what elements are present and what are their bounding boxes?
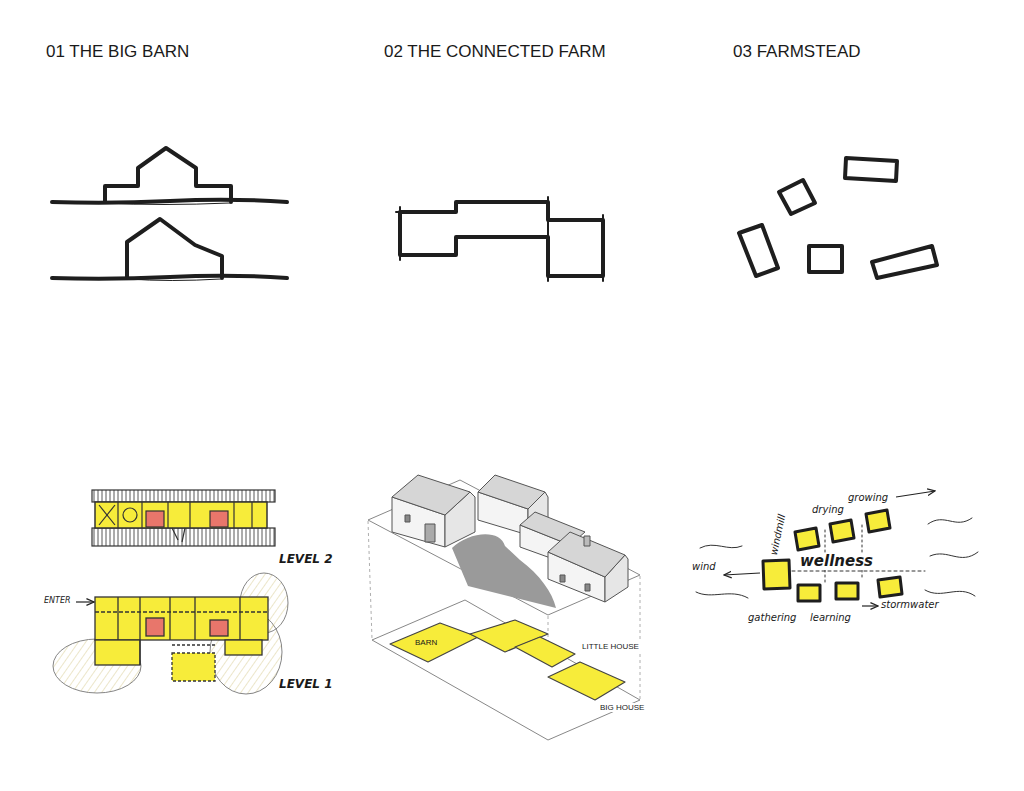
- landscape-line: [700, 545, 742, 548]
- hatched-roof: [92, 528, 275, 546]
- section-heading: 02 THE CONNECTED FARM: [384, 42, 606, 62]
- plan-label: LITTLE HOUSE: [580, 642, 641, 651]
- barn-section: [105, 148, 231, 202]
- landscape-line: [925, 590, 975, 596]
- landscape-line: [928, 518, 972, 524]
- plan-label: BIG HOUSE: [598, 703, 646, 712]
- window: [405, 515, 410, 522]
- bath-core: [210, 511, 228, 527]
- room-wall: [139, 597, 140, 665]
- annotation: growing: [848, 492, 888, 504]
- chimney: [584, 536, 590, 546]
- sketch-tick: [547, 197, 549, 281]
- plan-footprint: [515, 637, 575, 667]
- farmstead-building: [798, 585, 820, 601]
- farmstead-building: [836, 583, 858, 599]
- flow-arrow: [896, 491, 935, 497]
- room-wall: [117, 502, 118, 528]
- annotation: learning: [810, 612, 851, 624]
- landscape-line: [696, 592, 748, 598]
- flow-arrow: [724, 573, 760, 575]
- room-wall: [233, 502, 234, 528]
- annotation: windmill: [768, 513, 788, 556]
- annotation: drying: [812, 504, 844, 516]
- house-roof: [392, 475, 470, 515]
- farmstead-building: [795, 528, 819, 550]
- garden-area: [53, 639, 141, 693]
- room-wall: [117, 597, 118, 640]
- ground-line: [52, 200, 287, 203]
- farmstead-building: [878, 577, 902, 597]
- sketch-tick: [602, 215, 604, 281]
- level-label: LEVEL 1: [279, 678, 333, 692]
- hatched-roof: [92, 490, 275, 502]
- farmstead-building: [763, 560, 790, 589]
- void-cross: [99, 505, 115, 525]
- window: [585, 584, 590, 591]
- flow-arrow: [862, 605, 878, 606]
- room-wall: [167, 502, 168, 528]
- plan-floor: [225, 640, 262, 655]
- room-wall: [141, 502, 142, 528]
- door: [425, 524, 435, 542]
- landscape-line: [930, 552, 978, 558]
- plan-footprint: [548, 662, 625, 700]
- plan-footprint: [390, 623, 478, 662]
- plan-annex: [172, 653, 215, 681]
- room-wall: [95, 611, 268, 612]
- level-label: LEVEL 2: [279, 553, 333, 567]
- plan-floor: [95, 502, 267, 528]
- entry-arrow: [76, 601, 94, 602]
- room-wall: [172, 644, 215, 645]
- sketch-tick: [399, 207, 401, 260]
- bath-core: [146, 618, 164, 636]
- farmstead-building: [845, 158, 897, 181]
- axis-line: [792, 571, 925, 572]
- house-roof: [548, 532, 625, 577]
- annotation: gathering: [748, 612, 796, 624]
- farmstead-building: [739, 225, 778, 276]
- sketch-stroke: [172, 528, 185, 542]
- barn-section: [127, 219, 222, 278]
- plan-floor: [95, 640, 140, 665]
- plan-label: ENTER: [44, 596, 71, 605]
- window: [560, 575, 565, 582]
- plan-floor: [95, 597, 268, 640]
- interior-line: [128, 279, 221, 281]
- farmstead-building: [830, 520, 854, 542]
- house-roof: [478, 475, 545, 509]
- farmstead-building: [809, 246, 842, 272]
- plan-label: BARN: [413, 638, 439, 647]
- bath-core: [146, 511, 164, 527]
- stair-symbol: [123, 508, 137, 522]
- void-cross: [99, 505, 115, 525]
- projection-line: [640, 576, 641, 699]
- room-wall: [194, 597, 195, 640]
- room-wall: [169, 597, 170, 640]
- room-wall: [189, 502, 190, 528]
- farmstead-building: [779, 180, 815, 214]
- connected-farm-outline: [400, 202, 603, 276]
- lower-plate: [372, 600, 640, 740]
- bath-core: [210, 620, 228, 636]
- projection-line: [368, 521, 372, 639]
- interior-line: [106, 203, 230, 205]
- concept-word: wellness: [798, 553, 875, 570]
- section-heading: 03 FARMSTEAD: [733, 42, 861, 62]
- ground-line: [52, 276, 287, 279]
- room-wall: [251, 502, 252, 528]
- annotation: wind: [692, 561, 716, 573]
- farmstead-building: [866, 510, 890, 532]
- room-wall: [239, 597, 240, 640]
- section-heading: 01 THE BIG BARN: [46, 42, 189, 62]
- farmstead-building: [872, 246, 937, 278]
- annotation: stormwater: [881, 599, 939, 611]
